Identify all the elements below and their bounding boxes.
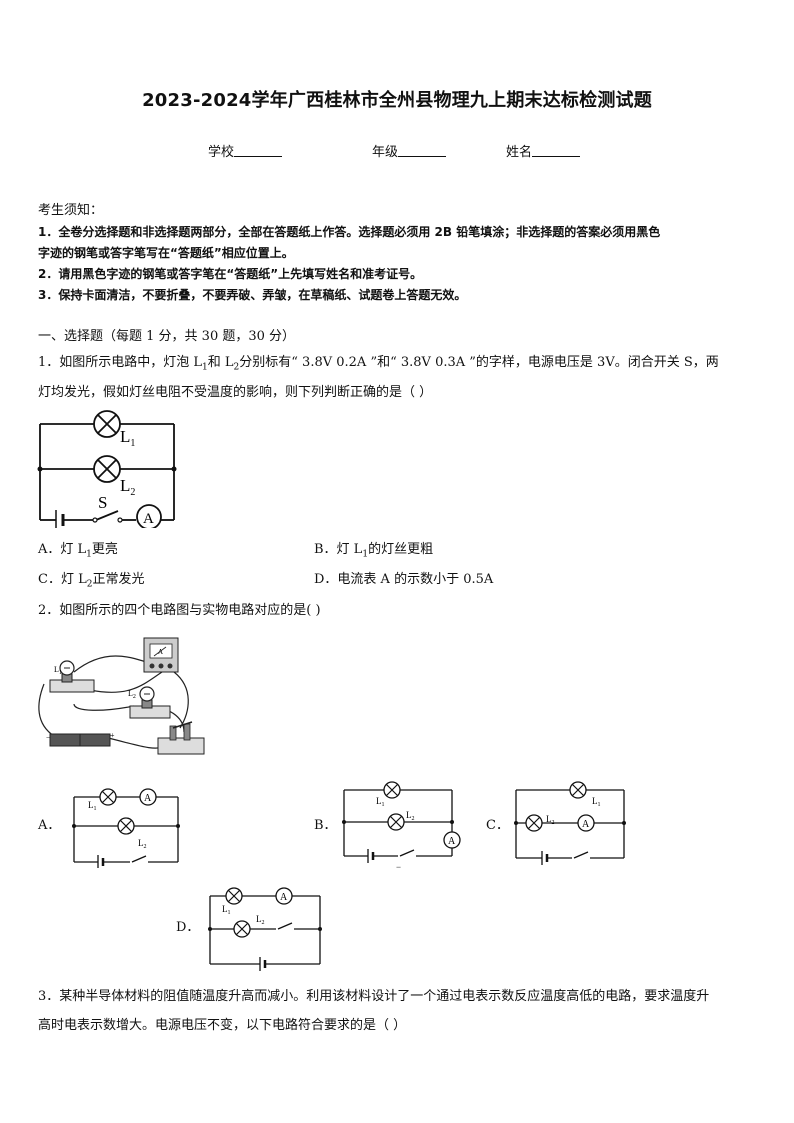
svg-text:A: A xyxy=(448,836,456,847)
name-blank xyxy=(532,144,581,157)
svg-text:A: A xyxy=(144,793,152,804)
battery-pack: − + xyxy=(46,731,115,747)
q2-option-d-circuit: A L1 L2 xyxy=(208,887,322,971)
junction-dot xyxy=(37,466,43,472)
q1-option-b: B．灯 L1的灯丝更粗 xyxy=(314,542,434,560)
label-l2: L2 xyxy=(120,476,135,498)
q1-option-c: C．灯 L2正常发光 xyxy=(38,572,145,590)
notice-item-2: 2．请用黑色字迹的钢笔或答字笔在“答题纸”上先填写姓名和准考证号。 xyxy=(38,267,423,281)
svg-text:L1: L1 xyxy=(376,796,385,808)
label-l1: L1 xyxy=(120,427,135,449)
switch-contact xyxy=(117,517,123,523)
junction-dot xyxy=(171,466,177,472)
svg-text:L2: L2 xyxy=(546,814,555,826)
q2-option-d-label: D． xyxy=(176,920,200,935)
svg-text:L2: L2 xyxy=(138,838,147,850)
lamp-l2-fixture xyxy=(129,686,171,719)
q2-option-c-label: C． xyxy=(486,818,509,833)
svg-text:L1: L1 xyxy=(592,796,601,808)
name-label: 姓名 xyxy=(506,145,533,160)
q3-stem-line2: 高时电表示数增大。电源电压不变，以下电路符合要求的是（ ） xyxy=(38,1018,407,1033)
switch-contact xyxy=(92,517,98,523)
svg-text:L1: L1 xyxy=(88,800,97,812)
svg-text:−: − xyxy=(46,733,51,742)
q1-stem-line1: 1．如图所示电路中，灯泡 L1和 L2分别标有“ 3.8V 0.2A ”和“ 3… xyxy=(38,355,719,373)
notice-item-3: 3．保持卡面清洁，不要折叠，不要弄破、弄皱，在草稿纸、试题卷上答题无效。 xyxy=(38,288,467,302)
q1-option-d: D．电流表 A 的示数小于 0.5A xyxy=(314,572,494,587)
notice-item-1a: 1．全卷分选择题和非选择题两部分，全部在答题纸上作答。选择题必须用 2B 铅笔填… xyxy=(38,225,661,239)
notice-header: 考生须知： xyxy=(38,203,104,218)
q3-stem-line1: 3．某种半导体材料的阻值随温度升高而减小。利用该材料设计了一个通过电表示数反应温… xyxy=(38,989,710,1004)
q2-physical-circuit: A − + L1 L2 xyxy=(38,637,205,755)
q2-option-a-label: A． xyxy=(38,818,61,833)
ammeter-a: A xyxy=(143,511,154,527)
svg-text:L1: L1 xyxy=(222,904,231,916)
svg-text:A: A xyxy=(280,892,288,903)
q2-option-a-circuit: A L1 L2 xyxy=(72,788,180,868)
q1-circuit-diagram: L1 L2 S A xyxy=(37,410,177,528)
label-l1: L1 xyxy=(54,665,62,676)
svg-text:+: + xyxy=(110,731,115,740)
svg-text:L2: L2 xyxy=(406,810,415,822)
school-label: 学校 xyxy=(208,145,235,160)
notice-item-1b: 字迹的钢笔或答字笔写在“答题纸”相应位置上。 xyxy=(38,246,294,260)
svg-text:A: A xyxy=(158,648,163,656)
school-field: 学校 xyxy=(208,141,283,160)
school-blank xyxy=(234,144,283,157)
q1-option-a: A．灯 L1更亮 xyxy=(38,542,118,560)
label-switch-s: S xyxy=(98,493,107,512)
ammeter-device: A xyxy=(143,637,179,673)
svg-text:L2: L2 xyxy=(256,914,265,926)
section-heading: 一、选择题（每题 1 分，共 30 题，30 分） xyxy=(38,329,296,344)
name-field: 姓名 xyxy=(506,141,581,160)
svg-text:A: A xyxy=(582,819,590,830)
lamp-l1-fixture xyxy=(49,660,95,693)
q2-option-b-label: B． xyxy=(314,818,337,833)
q1-stem-line2: 灯均发光，假如灯丝电阻不受温度的影响，则下列判断正确的是（ ） xyxy=(38,385,433,400)
switch-device xyxy=(157,721,205,755)
grade-blank xyxy=(398,144,447,157)
q2-option-b-circuit: A L1 L2 − xyxy=(342,781,461,872)
svg-text:−: − xyxy=(396,862,401,872)
label-l2: L2 xyxy=(128,689,136,700)
grade-label: 年级 xyxy=(372,145,399,160)
grade-field: 年级 xyxy=(372,141,447,160)
q2-stem: 2．如图所示的四个电路图与实物电路对应的是( ) xyxy=(38,603,321,618)
page-title: 2023-2024学年广西桂林市全州县物理九上期末达标检测试题 xyxy=(142,90,652,111)
q2-option-c-circuit: A L1 L2 xyxy=(514,781,626,865)
